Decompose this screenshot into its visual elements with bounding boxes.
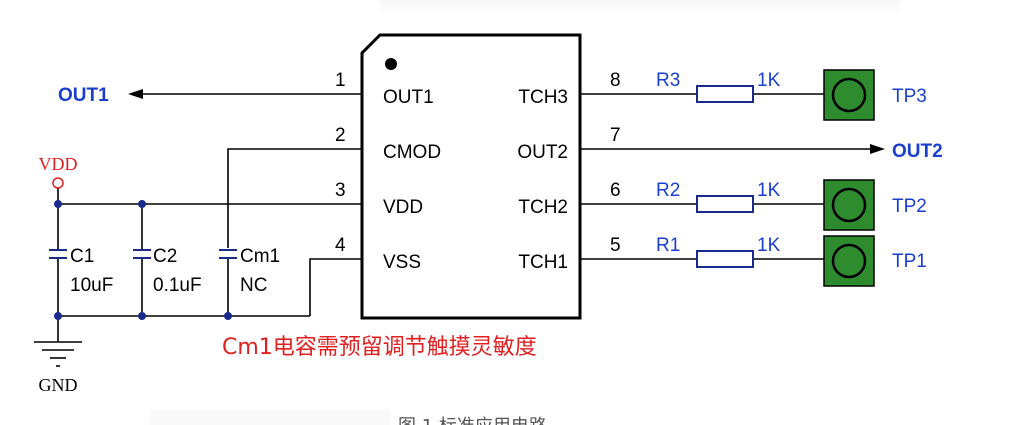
res-ref-r1: R1 xyxy=(656,235,680,256)
touch-pad-label-tp1: TP1 xyxy=(892,251,927,272)
pin-name-out1: OUT1 xyxy=(383,87,434,108)
cap-ref-c2: C2 xyxy=(153,246,177,267)
pin-number-5-label: 5 xyxy=(610,235,621,256)
pin-number-3: 3 xyxy=(335,180,346,201)
res-value-r1: 1K xyxy=(757,235,781,256)
pin-name-out2: OUT2 xyxy=(517,142,568,163)
res-ref-r3: R3 xyxy=(656,70,680,91)
pin-name-vss: VSS xyxy=(383,252,421,273)
res-ref-r2: R2 xyxy=(656,180,680,201)
pin-number-4: 4 xyxy=(335,235,346,256)
capacitor-c2-icon xyxy=(133,249,151,259)
res-value-r2: 1K xyxy=(757,180,781,201)
port-label-out2: OUT2 xyxy=(892,141,943,162)
out1-arrow-icon xyxy=(128,89,143,99)
figure-caption: 图 1 标准应用电路 xyxy=(398,416,547,425)
wires xyxy=(57,93,872,342)
vdd-terminal-icon xyxy=(52,177,64,189)
capacitor-c1-icon xyxy=(49,249,67,259)
touch-pad-tp3-icon xyxy=(823,69,875,121)
pin1-marker-dot xyxy=(385,58,397,70)
pin-number-7: 7 xyxy=(610,125,621,146)
pin-name-cmod: CMOD xyxy=(383,142,441,163)
cap-value-c1: 10uF xyxy=(70,275,113,296)
junction-nodes xyxy=(54,200,232,320)
vdd-label: VDD xyxy=(39,154,78,174)
pin-number-8: 8 xyxy=(610,70,621,91)
ic-chip xyxy=(360,33,582,320)
resistor-r3-icon xyxy=(696,85,754,103)
touch-pad-label-tp2: TP2 xyxy=(892,196,927,217)
gnd-label: GND xyxy=(39,375,78,395)
out2-arrow-icon xyxy=(870,144,885,154)
touch-pad-tp1-icon xyxy=(823,235,875,287)
cap-value-c2: 0.1uF xyxy=(153,275,202,296)
touch-pad-tp2-icon xyxy=(823,179,875,231)
pin-name-tch1: TCH1 xyxy=(518,252,568,273)
note-text: Cm1电容需预留调节触摸灵敏度 xyxy=(222,335,537,360)
resistor-r1-icon xyxy=(696,250,754,268)
resistor-r2-icon xyxy=(696,195,754,213)
capacitor-cm1-icon xyxy=(219,249,237,259)
res-value-r3: 1K xyxy=(757,70,781,91)
cap-ref-cm1: Cm1 xyxy=(240,246,280,267)
pin-number-2: 2 xyxy=(335,125,346,146)
pin-name-tch2: TCH2 xyxy=(518,197,568,218)
cap-value-cm1: NC xyxy=(240,275,267,296)
pin-number-1: 1 xyxy=(335,70,346,91)
touch-pad-label-tp3: TP3 xyxy=(892,86,927,107)
watermark xyxy=(150,0,900,425)
pin-name-tch3: TCH3 xyxy=(518,87,568,108)
pin-number-6: 6 xyxy=(610,180,621,201)
cap-ref-c1: C1 xyxy=(70,246,94,267)
ground-icon xyxy=(34,341,82,367)
port-label-out1: OUT1 xyxy=(58,85,109,106)
pin-name-vdd: VDD xyxy=(383,197,423,218)
